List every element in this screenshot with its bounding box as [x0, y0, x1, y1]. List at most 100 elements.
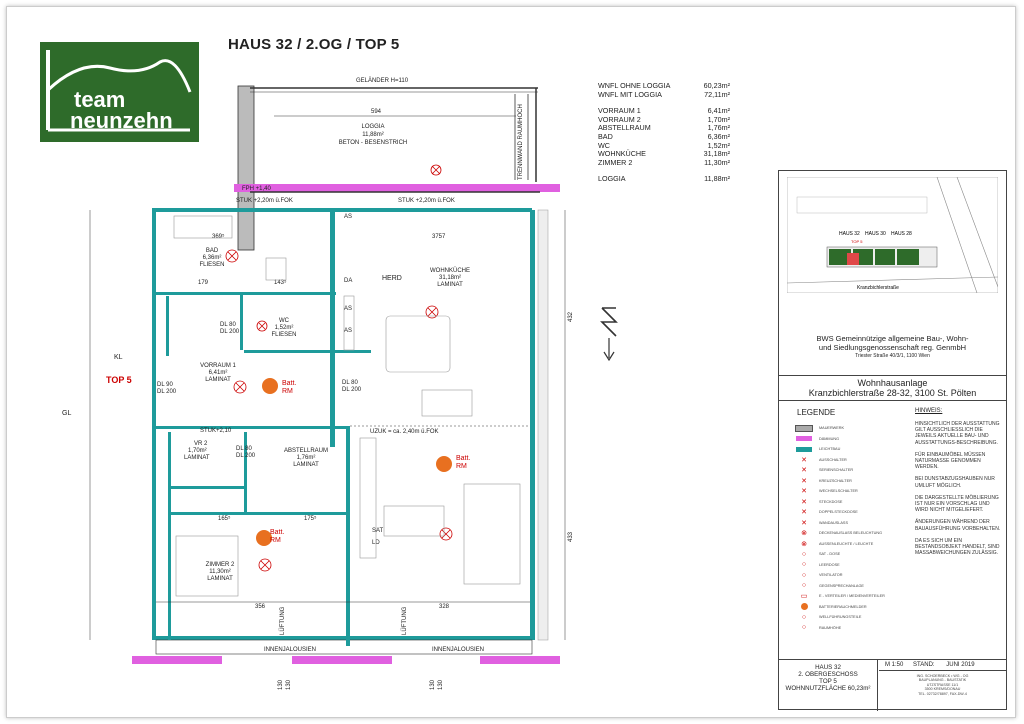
- stuk-label-1: STUK +2,20m ü.FOK: [236, 198, 293, 204]
- floor-plan: GELÄNDER H=110 594 LOGGIA 11,88m² BETON …: [62, 77, 574, 690]
- abst-area: 1,76m²: [297, 455, 316, 461]
- kl-label: KL: [114, 354, 123, 361]
- legend-item: ○LEERDOSE: [801, 561, 840, 569]
- bws-line2: und Siedlungsgenossenschaft reg. GenmbH: [818, 343, 967, 352]
- bws-block: BWS Gemeinnützige allgemeine Bau-, Wohn-…: [779, 334, 1006, 361]
- dl200-wc: DL 200: [220, 329, 240, 335]
- legend-item: ○VENTILATOR: [801, 571, 843, 579]
- loggia: GELÄNDER H=110 594 LOGGIA 11,88m² BETON …: [234, 77, 560, 251]
- dim-130-c: 130: [430, 679, 436, 690]
- dim-433: 433: [568, 531, 574, 542]
- notes: HINSICHTLICH DER AUSSTATTUNG GILT AUSSCH…: [915, 421, 1001, 562]
- vorraum1-floor: LAMINAT: [205, 377, 231, 383]
- wohn-name: WOHNKÜCHE: [430, 267, 470, 274]
- dim-369: 369⁵: [212, 233, 225, 240]
- legend-item: BATTERIERAUCHMELDER: [795, 602, 905, 613]
- trennwand-label: TRENNWAND RAUMHOCH: [518, 104, 524, 180]
- hinweis-title: HINWEIS:: [915, 408, 943, 414]
- loggia-name: LOGGIA: [361, 124, 384, 130]
- legend-item: ✕KREUZSCHALTER: [801, 477, 852, 485]
- stuk-label-3: STUK+2,10: [200, 428, 232, 434]
- bws-line1: BWS Gemeinnützige allgemeine Bau-, Wohn-: [816, 334, 969, 343]
- map-top5: TOP 5: [851, 239, 863, 244]
- note: DA ES SICH UM EIN BESTANDSOBJEKT HANDELT…: [915, 537, 1000, 557]
- map-street: Kranzbichlerstraße: [857, 285, 899, 291]
- stuk-label-2: STUK +2,20m ü.FOK: [398, 198, 455, 204]
- wohn-area: 31,18m²: [439, 275, 461, 281]
- legend-item: ✕SERIENSCHALTER: [801, 467, 854, 475]
- project-line2: Kranzbichlerstraße 28-32, 3100 St. Pölte…: [808, 388, 977, 398]
- furniture: [173, 215, 521, 597]
- page-title: HAUS 32 / 2.OG / TOP 5: [228, 36, 400, 53]
- legend-item: ✕AUSSCHALTER: [801, 456, 847, 464]
- light-fixtures: [225, 249, 453, 572]
- info-panel: HAUS 32 HAUS 30 HAUS 28 TOP 5 Kranzbichl…: [778, 170, 1007, 711]
- da-label: DA: [344, 278, 352, 284]
- vr2-name: VR 2: [194, 441, 208, 447]
- herd-label: HERD: [382, 275, 402, 282]
- wc-area: 1,52m²: [275, 325, 294, 331]
- note: BEI DUNSTABZUGSHAUBEN NUR UMLUFT MÖGLICH…: [915, 476, 995, 489]
- top5-label: TOP 5: [106, 375, 132, 385]
- bad-floor: FLIESEN: [199, 262, 224, 268]
- vr2-floor: LAMINAT: [184, 455, 210, 461]
- sat-label: SAT: [372, 528, 384, 534]
- dim-432: 432: [568, 311, 574, 322]
- dl80-wc: DL 80: [220, 322, 236, 328]
- legend-item: ○WELLFÜHRUNGSTEILE: [801, 613, 862, 621]
- smoke-detector-icon: [436, 456, 452, 472]
- project-block: Wohnhausanlage Kranzbichlerstraße 28-32,…: [779, 375, 1006, 401]
- room-labels: BAD 6,36m² FLIESEN WOHNKÜCHE 31,18m² LAM…: [62, 248, 470, 582]
- dl90-entry: DL 90: [157, 382, 173, 388]
- dim-175: 175⁵: [304, 515, 317, 522]
- zim2-area: 11,30m²: [209, 569, 231, 575]
- exterior-walls: [132, 208, 560, 664]
- logo-team: team: [74, 87, 126, 112]
- logo-mark: [46, 50, 192, 132]
- legend: MAUERWERK DÄMMUNG LEICHTBAU ✕AUSSCHALTER…: [795, 423, 905, 633]
- team-neunzehn-logo: team neunzehn: [40, 42, 199, 142]
- rm-label-1: RM: [282, 388, 293, 395]
- legend-item: ✕STECKDOSE: [801, 498, 843, 506]
- zim2-floor: LAMINAT: [207, 576, 233, 582]
- bws-address: Triester Straße 40/3/1, 1100 Wien: [855, 353, 930, 359]
- legend-item: ▭E - VERTEILER / MEDIENVERTEILER: [800, 593, 885, 601]
- note: FÜR EINBAUMÖBEL MÜSSEN NATURMASSE GENOMM…: [915, 451, 986, 471]
- dim-143: 143⁵: [274, 279, 287, 286]
- door-labels: DL 80 DL 200 DL 90 DL 200 DL 80 DL 200 D…: [157, 214, 402, 546]
- legend-item: ✕DOPPELSTECKDOSE: [801, 509, 858, 517]
- smoke-detectors: Batt. RM Batt. RM Batt. RM: [256, 378, 470, 546]
- batt-label-1: Batt.: [282, 380, 296, 387]
- dim-165: 165⁵: [218, 515, 231, 522]
- legend-title: LEGENDE: [797, 408, 836, 417]
- loggia-dim: 594: [371, 109, 382, 115]
- legend-item: DÄMMUNG: [795, 434, 905, 445]
- legend-item: ○RAUMHÖHE: [801, 624, 842, 632]
- as-label-2: AS: [344, 306, 352, 312]
- site-map: HAUS 32 HAUS 30 HAUS 28 TOP 5 Kranzbichl…: [787, 177, 998, 293]
- dim-179: 179: [198, 280, 209, 286]
- dim-328: 328: [439, 604, 450, 610]
- vr2-area: 1,70m²: [188, 448, 207, 454]
- vorraum1-name: VORRAUM 1: [200, 363, 236, 369]
- dimensions: 356 328 432 433 3757 179 143⁵ 369⁵ 165⁵ …: [89, 210, 574, 690]
- dl200-vr2: DL 200: [236, 453, 256, 459]
- legend-item: ✕WECHSELSCHALTER: [801, 488, 858, 496]
- title-block-scale: M 1:50 STAND: JUNI 2019: [879, 660, 1006, 671]
- dim-130-d: 130: [438, 679, 444, 690]
- bad-area: 6,36m²: [203, 255, 222, 261]
- wc-name: WC: [279, 318, 290, 324]
- dim-130-b: 130: [286, 679, 292, 690]
- gl-label: GL: [62, 410, 71, 417]
- legend-item: ○GEGENSPRECHANLAGE: [801, 582, 864, 590]
- lueftung-2: LÜFTUNG: [401, 606, 408, 635]
